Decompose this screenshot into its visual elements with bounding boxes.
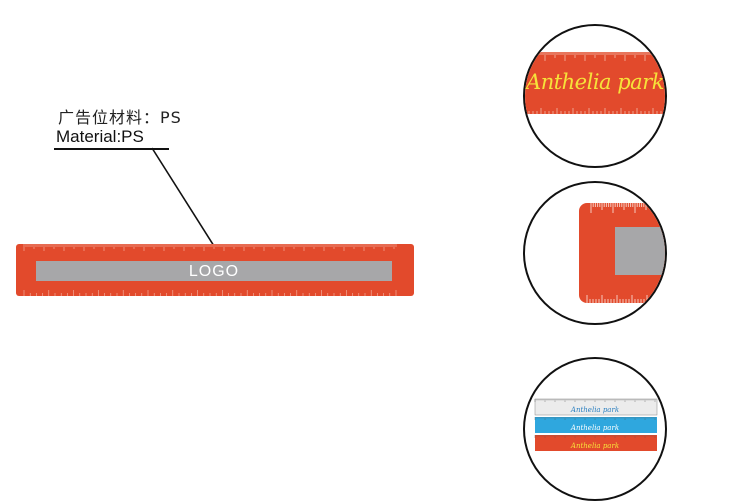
material-caption-chinese: 广告位材料：PS — [58, 108, 182, 127]
detail-circle-brand: Anthelia park — [523, 24, 667, 168]
material-caption-english: Material:PS — [56, 127, 144, 146]
brand-logo-text: Anthelia park — [526, 70, 664, 94]
detail-circle-corner — [523, 181, 667, 325]
ruler-ticks — [23, 244, 397, 296]
detail-circle-variants: Anthelia park Anthelia park Anthelia par… — [523, 357, 667, 501]
variant-brand-white: Anthelia park — [570, 406, 620, 414]
ruler-corner-closeup — [579, 203, 665, 303]
caption-underline — [54, 148, 169, 150]
brand-ruler-closeup — [525, 52, 665, 114]
variant-brand-blue: Anthelia park — [570, 424, 620, 432]
logo-window: LOGO — [36, 261, 392, 281]
ruler-main: LOGO — [16, 244, 414, 296]
variant-brand-red: Anthelia park — [570, 442, 620, 450]
ruler-variants — [534, 398, 658, 451]
